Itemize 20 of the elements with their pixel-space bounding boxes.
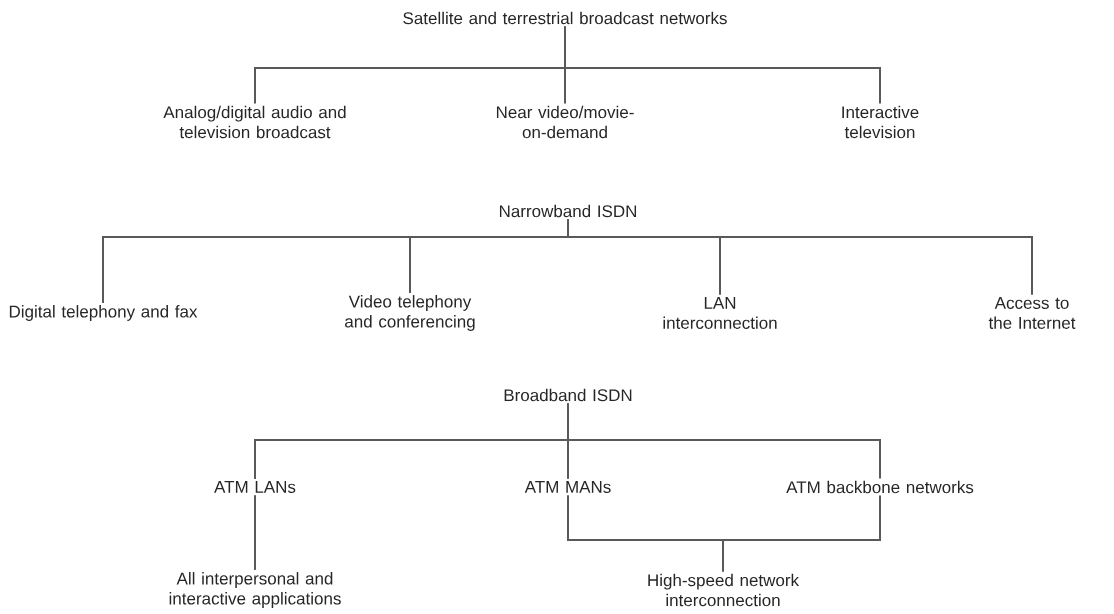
node-label: ATM backbone networks [786,480,974,494]
node-label: Analog/digital audio and television broadcast [163,105,346,139]
node-label: Satellite and terrestrial broadcast networks [403,11,727,25]
node-label: All interpersonal and interactive applications [169,572,341,608]
tree-connector [567,402,881,480]
node-label: ATM LANs [214,481,296,493]
node-label: Video telephony and conferencing [345,295,475,331]
tree-connector [254,494,256,571]
node-label: Digital telephony and fax [9,305,198,321]
tree-connector [564,25,881,105]
node-label: Narrowband ISDN [499,204,637,218]
node-label: LAN interconnection [663,297,777,329]
node-label: Interactive television [842,105,919,139]
tree-connector [567,218,1033,296]
node-label: Access to the Internet [988,297,1076,329]
node-label: Broadband ISDN [504,388,632,402]
node-label: High-speed network interconnection [648,573,800,607]
node-label: Near video/movie-on-demand [496,105,634,139]
tree-connector [722,494,881,573]
node-label: ATM MANs [524,481,611,493]
